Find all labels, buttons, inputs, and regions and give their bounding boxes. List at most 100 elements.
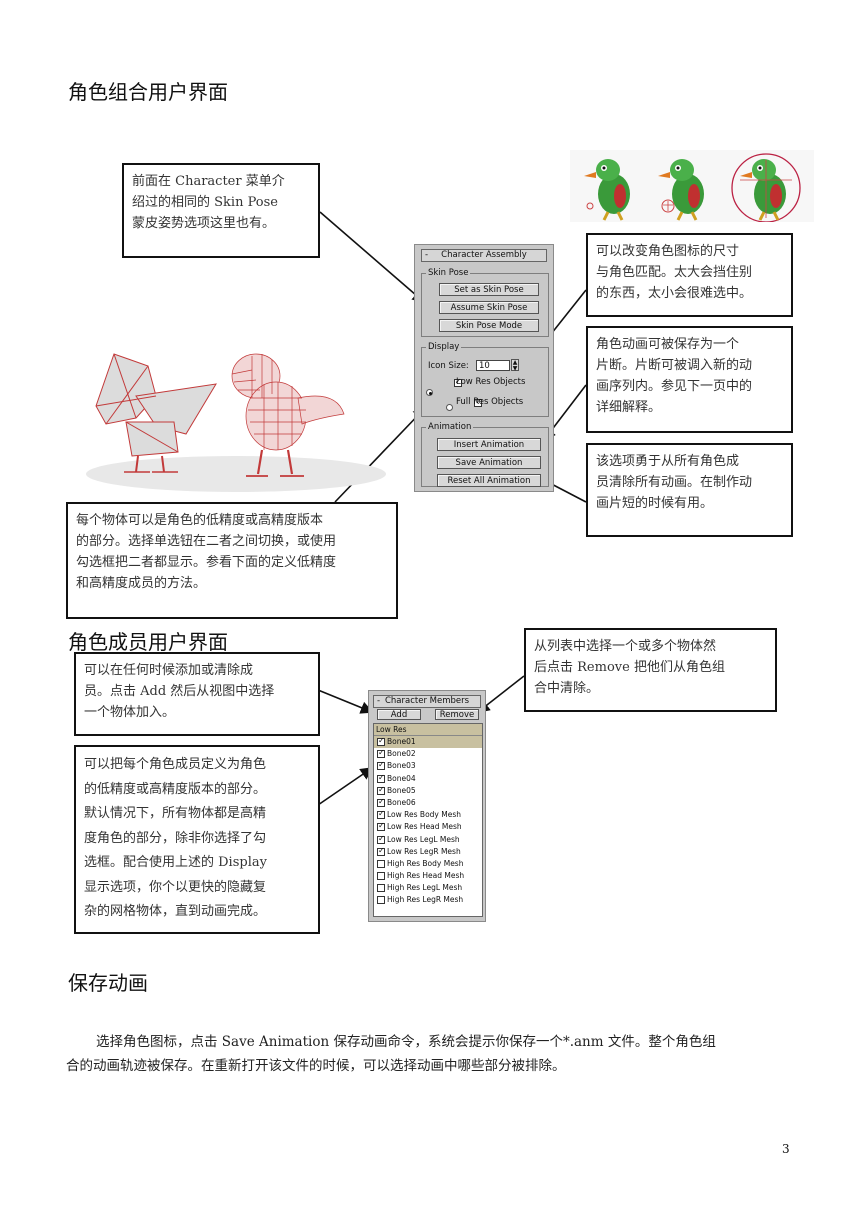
body-paragraph: 选择角色图标，点击 Save Animation 保存动画命令，系统会提示你保存…	[66, 1030, 796, 1078]
insert-animation-button[interactable]: Insert Animation	[437, 438, 541, 451]
character-assembly-title-bar[interactable]: - Character Assembly	[421, 249, 547, 262]
member-checkbox[interactable]	[377, 736, 385, 746]
remove-member-button[interactable]: Remove	[435, 709, 479, 720]
wireframe-character-image	[86, 353, 386, 492]
icon-size-input[interactable]: 10	[476, 360, 510, 371]
character-assembly-rollout: - Character Assembly Skin Pose Set as Sk…	[414, 244, 554, 492]
character-assembly-title: Character Assembly	[441, 250, 527, 260]
callout-line: 可以把每个角色成员定义为角色	[84, 757, 267, 772]
reset-all-animation-button[interactable]: Reset All Animation	[437, 474, 541, 487]
members-list-item[interactable]: Bone04	[374, 773, 482, 785]
heading-save-animation: 保存动画	[68, 971, 148, 995]
callout-line: 员。点击 Add 然后从视图中选择	[84, 684, 275, 699]
body-line-2: 合的动画轨迹被保存。在重新打开该文件的时候，可以选择动画中哪些部分被排除。	[66, 1058, 566, 1074]
members-list-item[interactable]: Low Res Body Mesh	[374, 809, 482, 821]
callout-line: 默认情况下，所有物体都是高精	[84, 806, 267, 821]
bird-preview-2	[658, 159, 704, 221]
member-checkbox[interactable]	[377, 821, 385, 832]
member-checkbox[interactable]	[377, 809, 385, 820]
callout-line: 片断。片断可被调入新的动	[596, 358, 753, 373]
callout-define-res: 可以把每个角色成员定义为角色 的低精度或高精度版本的部分。 默认情况下，所有物体…	[74, 745, 320, 934]
member-checkbox[interactable]	[377, 846, 385, 856]
member-label: Low Res LegL Mesh	[387, 834, 460, 844]
icon-size-spinner[interactable]: ▲▼	[511, 359, 519, 372]
callout-reset-animation: 该选项勇于从所有角色成 员清除所有动画。在制作动 画片短的时候有用。	[586, 443, 793, 537]
callout-line: 角色动画可被保存为一个	[596, 337, 740, 352]
members-list-item[interactable]: Bone03	[374, 760, 482, 772]
callout-add-members: 可以在任何时候添加或清除成 员。点击 Add 然后从视图中选择 一个物体加入。	[74, 652, 320, 736]
full-res-objects-label: Full Res Objects	[456, 397, 524, 407]
callout-skin-pose: 前面在 Character 菜单介 绍过的相同的 Skin Pose 蒙皮姿势选…	[122, 163, 320, 258]
callout-save-animation: 角色动画可被保存为一个 片断。片断可被调入新的动 画序列内。参见下一页中的 详细…	[586, 326, 793, 433]
callout-remove-members: 从列表中选择一个或多个物体然 后点击 Remove 把他们从角色组 合中清除。	[524, 628, 777, 712]
save-animation-button[interactable]: Save Animation	[437, 456, 541, 469]
callout-line: 可以改变角色图标的尺寸	[596, 244, 740, 259]
rollout-collapse-icon[interactable]: -	[425, 250, 429, 260]
add-member-button[interactable]: Add	[377, 709, 421, 720]
callout-line: 和高精度成员的方法。	[76, 576, 207, 591]
member-label: Bone06	[387, 797, 416, 807]
full-res-objects-checkbox[interactable]	[474, 397, 483, 407]
low-res-radio[interactable]	[426, 389, 433, 396]
member-label: Bone02	[387, 749, 416, 759]
callout-line: 画序列内。参见下一页中的	[596, 379, 753, 394]
callout-line: 绍过的相同的 Skin Pose	[132, 195, 278, 210]
member-checkbox[interactable]	[377, 785, 385, 795]
member-checkbox[interactable]	[377, 859, 385, 868]
callout-icon-size: 可以改变角色图标的尺寸 与角色匹配。太大会挡住别 的东西，太小会很难选中。	[586, 233, 793, 317]
members-list-item[interactable]: Bone05	[374, 785, 482, 797]
member-checkbox[interactable]	[377, 773, 385, 783]
members-list-item[interactable]: High Res LegR Mesh	[374, 894, 482, 906]
member-checkbox[interactable]	[377, 884, 385, 893]
callout-line: 与角色匹配。太大会挡住别	[596, 265, 753, 280]
animation-group-label: Animation	[426, 422, 474, 433]
bird-preview-1	[584, 159, 630, 221]
callout-line: 杂的网格物体，直到动画完成。	[84, 904, 267, 919]
members-list-item[interactable]: Low Res LegL Mesh	[374, 834, 482, 846]
low-res-bird	[95, 353, 217, 473]
member-checkbox[interactable]	[377, 797, 385, 807]
member-label: Low Res Head Mesh	[387, 822, 462, 832]
members-list-item[interactable]: Low Res LegR Mesh	[374, 846, 482, 858]
full-res-radio[interactable]	[446, 404, 454, 411]
callout-line: 显示选项，你个以更快的隐藏复	[84, 879, 267, 895]
callout-line: 该选项勇于从所有角色成	[596, 454, 740, 469]
page-number: 3	[782, 1142, 790, 1156]
members-list-header[interactable]: Low Res	[374, 724, 482, 736]
callout-line: 详细解释。	[596, 400, 662, 415]
member-label: Low Res LegR Mesh	[387, 846, 461, 856]
character-members-title-bar[interactable]: - Character Members	[373, 695, 481, 708]
assume-skin-pose-button[interactable]: Assume Skin Pose	[439, 301, 539, 314]
callout-line: 从列表中选择一个或多个物体然	[534, 639, 717, 654]
member-checkbox[interactable]	[377, 748, 385, 759]
bird-preview-3	[731, 153, 801, 222]
callout-res-objects: 每个物体可以是角色的低精度或高精度版本 的部分。选择单选钮在二者之间切换，或使用…	[66, 502, 398, 619]
member-label: High Res Head Mesh	[387, 871, 465, 881]
members-list-item[interactable]: Bone01	[374, 736, 482, 749]
member-checkbox[interactable]	[377, 872, 385, 881]
character-members-title: Character Members	[384, 696, 470, 706]
callout-line: 选框。配合使用上述的 Display	[84, 855, 267, 870]
members-list-item[interactable]: Bone06	[374, 797, 482, 809]
member-checkbox[interactable]	[377, 760, 385, 771]
callout-line: 的低精度或高精度版本的部分。	[84, 781, 267, 797]
members-list-items: Bone01Bone02Bone03Bone04Bone05Bone06Low …	[374, 736, 482, 907]
skin-pose-group: Skin Pose Set as Skin Pose Assume Skin P…	[421, 268, 549, 337]
callout-line: 一个物体加入。	[84, 705, 176, 720]
display-group-label: Display	[426, 342, 462, 353]
member-checkbox[interactable]	[377, 834, 385, 844]
members-list[interactable]: Low Res Bone01Bone02Bone03Bone04Bone05Bo…	[373, 723, 483, 917]
set-as-skin-pose-button[interactable]: Set as Skin Pose	[439, 283, 539, 296]
members-list-item[interactable]: Low Res Head Mesh	[374, 821, 482, 833]
member-checkbox[interactable]	[377, 896, 385, 905]
member-label: Bone03	[387, 761, 416, 771]
member-label: Bone01	[387, 737, 416, 746]
members-list-item[interactable]: Bone02	[374, 748, 482, 760]
rollout-collapse-icon[interactable]: -	[377, 696, 381, 706]
members-list-item[interactable]: High Res Body Mesh	[374, 858, 482, 870]
member-label: High Res Body Mesh	[387, 858, 464, 868]
members-list-item[interactable]: High Res Head Mesh	[374, 870, 482, 882]
skin-pose-mode-button[interactable]: Skin Pose Mode	[439, 319, 539, 332]
low-res-objects-checkbox[interactable]	[453, 377, 462, 387]
members-list-item[interactable]: High Res LegL Mesh	[374, 882, 482, 894]
